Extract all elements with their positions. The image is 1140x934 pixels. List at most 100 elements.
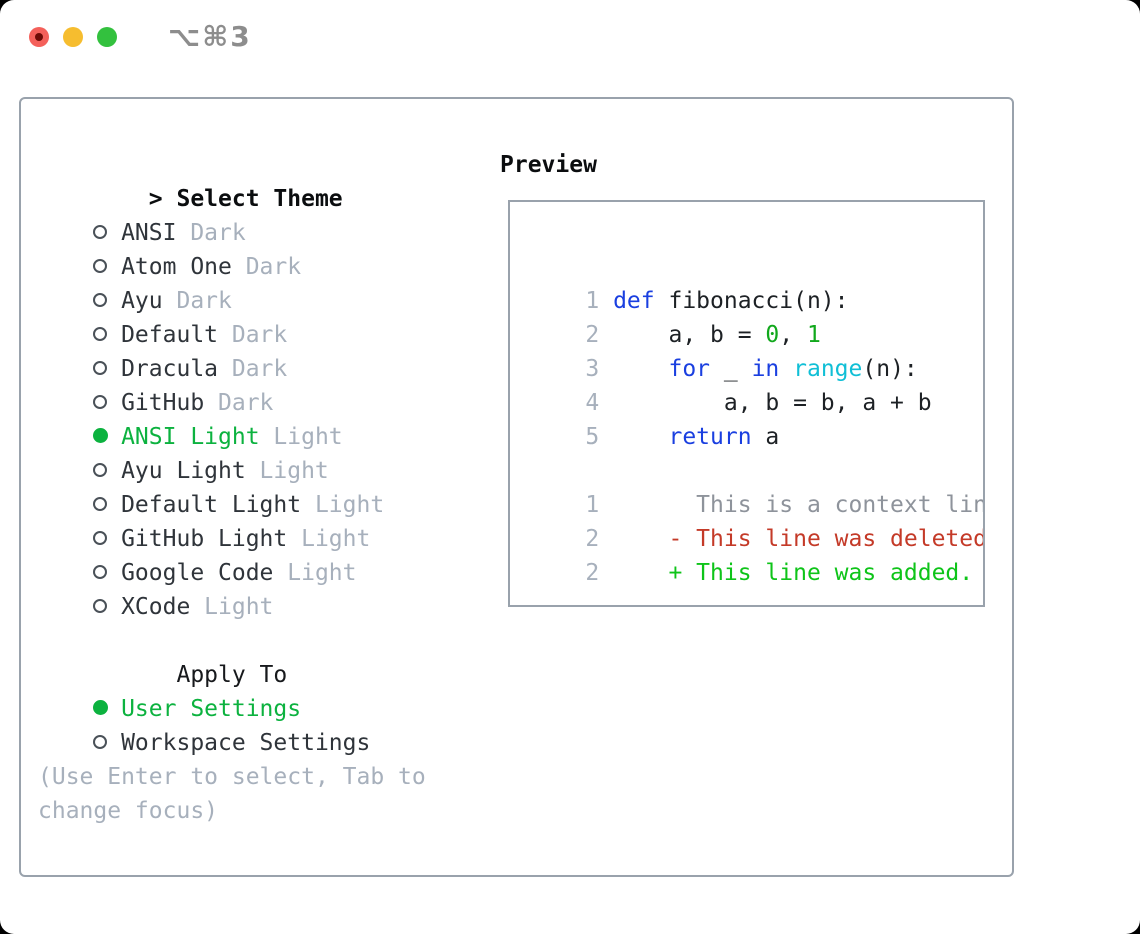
code-token: This is a context line.: [613, 492, 985, 518]
zoom-button[interactable]: [97, 27, 117, 47]
theme-option-variant: Dark: [176, 288, 232, 314]
code-token: [613, 424, 668, 450]
code-token: 0: [765, 322, 780, 348]
theme-option-variant: Light: [204, 594, 274, 620]
apply-option-user-settings[interactable]: User Settings: [38, 658, 426, 722]
theme-option-atom-one[interactable]: Atom One Dark: [38, 216, 426, 280]
line-number: 4: [585, 390, 600, 416]
theme-option-label: Ayu Light: [121, 458, 246, 484]
theme-option-dracula[interactable]: Dracula Dark: [38, 318, 426, 382]
theme-option-label: ANSI: [121, 220, 177, 246]
minimize-button[interactable]: [63, 27, 83, 47]
radio-icon: [93, 326, 108, 341]
code-token: return: [668, 424, 752, 450]
radio-icon: [93, 462, 108, 477]
window-title: ⌥⌘3: [168, 20, 252, 53]
code-token: [613, 356, 668, 382]
code-token: - This line was deleted.: [613, 526, 985, 552]
apply-option-workspace-settings[interactable]: Workspace Settings: [38, 692, 426, 756]
code-token: a: [751, 424, 780, 450]
radio-icon: [93, 564, 108, 579]
line-number: 2: [585, 526, 600, 552]
code-line: 4 a, b = b, a + b: [530, 352, 983, 416]
theme-option-variant: Dark: [245, 254, 302, 280]
code-token: for: [668, 356, 711, 382]
radio-icon: [93, 496, 108, 511]
code-content: This is a context line.: [613, 492, 985, 518]
select-theme-header: > Select Theme: [38, 148, 426, 212]
code-token: ,: [779, 322, 807, 348]
radio-icon: [93, 292, 108, 307]
code-token: a, b =: [613, 322, 766, 348]
cursor-indicator: >: [148, 186, 163, 212]
apply-to-header: Apply To: [38, 624, 426, 688]
theme-option-label: Default: [121, 322, 219, 348]
theme-option-label: Default Light: [121, 492, 302, 518]
theme-option-variant: Light: [314, 492, 385, 518]
theme-option-label: GitHub: [121, 390, 205, 416]
line-number: 2: [585, 560, 600, 586]
line-number: 2: [585, 322, 600, 348]
theme-option-github[interactable]: GitHub Dark: [38, 352, 426, 416]
theme-option-ansi[interactable]: ANSI Dark: [38, 182, 426, 246]
apply-option-label: User Settings: [121, 696, 302, 722]
radio-icon: [93, 394, 108, 409]
theme-option-variant: Dark: [190, 220, 246, 246]
hint-line-2: change focus): [38, 798, 219, 824]
apply-option-label: Workspace Settings: [121, 730, 371, 756]
theme-option-label: Google Code: [121, 560, 274, 586]
preview-header: Preview: [500, 152, 597, 178]
code-token: def: [613, 288, 655, 314]
radio-icon: [93, 258, 108, 273]
code-content: - This line was deleted.: [613, 526, 985, 552]
hint-text: (Use Enter to select, Tab to change focu…: [38, 760, 426, 828]
theme-option-variant: Light: [287, 560, 357, 586]
select-theme-title: Select Theme: [176, 186, 343, 212]
code-content: def fibonacci(n):: [613, 288, 848, 314]
titlebar: ⌥⌘3: [0, 0, 1140, 70]
code-token: in: [751, 356, 780, 382]
theme-option-ayu-light[interactable]: Ayu Light Light: [38, 420, 426, 484]
code-token: range: [793, 356, 863, 382]
theme-option-variant: Light: [259, 458, 329, 484]
theme-option-google-code[interactable]: Google Code Light: [38, 522, 426, 586]
code-token: a, b = b, a + b: [613, 390, 932, 416]
code-content: return a: [613, 424, 779, 450]
radio-icon: [93, 360, 108, 375]
code-content: for _ in range(n):: [613, 356, 918, 382]
theme-option-github-light[interactable]: GitHub Light Light: [38, 488, 426, 552]
code-line: 5 return a: [530, 386, 983, 450]
theme-option-label: Ayu: [121, 288, 163, 314]
code-token: (n):: [862, 356, 918, 382]
close-dot-icon: [35, 33, 43, 41]
code-content: + This line was added.: [613, 560, 973, 586]
theme-option-default[interactable]: Default Dark: [38, 284, 426, 348]
close-button[interactable]: [29, 27, 49, 47]
theme-option-variant: Dark: [231, 356, 288, 382]
theme-option-label: Atom One: [121, 254, 232, 280]
code-line: 1 def fibonacci(n):: [530, 250, 983, 314]
theme-option-variant: Dark: [231, 322, 288, 348]
theme-option-label: GitHub Light: [121, 526, 288, 552]
code-line: 1 This is a context line.: [530, 454, 983, 518]
code-line: 2 + This line was added.: [530, 522, 983, 586]
theme-option-ayu[interactable]: Ayu Dark: [38, 250, 426, 314]
theme-option-label: ANSI Light: [121, 424, 260, 450]
code-line: 2 - This line was deleted.: [530, 488, 983, 552]
radio-icon: [93, 428, 109, 443]
line-number: 5: [585, 424, 600, 450]
theme-option-label: Dracula: [121, 356, 219, 382]
code-content: a, b = b, a + b: [613, 390, 932, 416]
code-content: a, b = 0, 1: [613, 322, 820, 348]
hint-line-1: (Use Enter to select, Tab to: [38, 764, 426, 790]
line-number: 1: [585, 492, 600, 518]
line-number: 1: [585, 288, 600, 314]
theme-option-default-light[interactable]: Default Light Light: [38, 454, 426, 518]
